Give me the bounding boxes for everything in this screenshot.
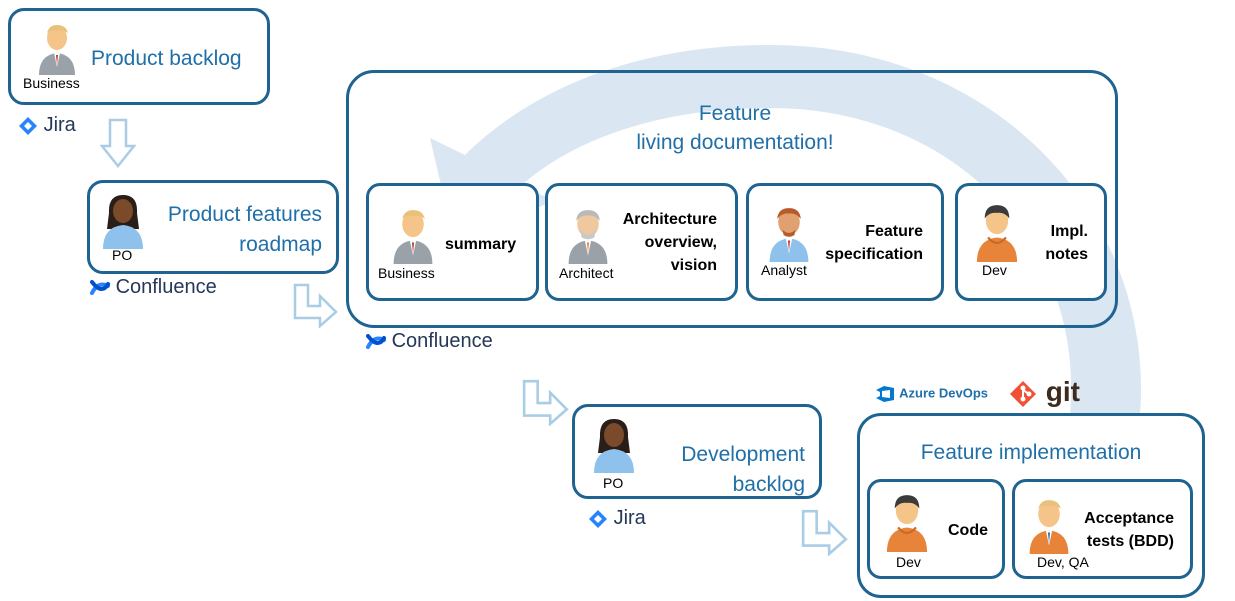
architecture-label-2: overview,	[644, 234, 717, 251]
code-role: Dev	[896, 554, 921, 570]
living-doc-title-2: living documentation!	[636, 131, 834, 154]
jira-icon	[19, 116, 37, 135]
specification-label-2: specification	[825, 246, 923, 263]
azure-devops-label: Azure DevOps	[899, 385, 989, 401]
product-backlog-title: Product backlog	[91, 47, 242, 70]
git-logo: git	[1008, 376, 1080, 409]
dev-qa-person-icon	[1029, 500, 1069, 554]
confluence-label-2: Confluence	[391, 330, 493, 352]
impl-notes-card: Dev Impl. notes	[955, 183, 1107, 301]
confluence-logo-1: Confluence	[90, 276, 217, 299]
arrow-right-icon	[801, 509, 848, 556]
acceptance-tests-label-2: tests (BDD)	[1086, 533, 1174, 550]
confluence-label-1: Confluence	[115, 276, 217, 298]
azure-devops-icon	[876, 386, 894, 402]
dev-person-icon	[886, 495, 928, 552]
specification-role: Analyst	[761, 262, 807, 278]
roadmap-title-2: roadmap	[239, 233, 322, 256]
implementation-title: Feature implementation	[920, 441, 1142, 464]
azure-devops-logo: Azure DevOps	[874, 384, 988, 404]
architect-person-icon	[568, 210, 608, 264]
architecture-role: Architect	[559, 265, 614, 281]
product-backlog-role: Business	[23, 75, 80, 91]
architecture-label-1: Architecture	[622, 211, 717, 228]
confluence-icon	[366, 333, 386, 349]
confluence-icon	[90, 279, 110, 295]
jira-logo-1: Jira	[18, 114, 76, 137]
impl-notes-label-1: Impl.	[1050, 223, 1088, 240]
jira-label-2: Jira	[613, 507, 646, 529]
architecture-card: Architect Architecture overview, vision	[545, 183, 738, 301]
roadmap-role: PO	[112, 247, 133, 263]
impl-notes-role: Dev	[982, 262, 1007, 278]
summary-role: Business	[378, 265, 435, 281]
jira-icon	[589, 509, 607, 528]
code-label: Code	[948, 522, 988, 539]
summary-label: summary	[445, 236, 517, 253]
specification-label-1: Feature	[865, 223, 923, 240]
living-doc-title-1: Feature	[698, 102, 772, 125]
acceptance-tests-role: Dev, QA	[1037, 554, 1089, 570]
product-backlog-box: Business Product backlog	[8, 8, 270, 105]
business-person-icon	[393, 210, 433, 264]
dev-backlog-title-1: Development	[681, 443, 805, 466]
dev-backlog-box: PO Development backlog	[572, 404, 822, 499]
po-person-icon	[594, 419, 634, 473]
business-person-icon	[39, 25, 75, 75]
dev-backlog-title-2: backlog	[732, 473, 805, 496]
arrow-down-icon	[100, 118, 136, 169]
living-doc-box: Feature living documentation!	[346, 70, 1118, 328]
git-label: git	[1045, 376, 1080, 407]
specification-card: Analyst Feature specification	[746, 183, 944, 301]
confluence-logo-2: Confluence	[366, 330, 493, 353]
dev-person-icon	[976, 205, 1018, 262]
code-card: Dev Code	[867, 479, 1005, 579]
roadmap-box: PO Product features roadmap	[87, 180, 339, 274]
arrow-right-icon	[522, 379, 569, 426]
analyst-person-icon	[769, 208, 809, 262]
acceptance-tests-card: Dev, QA Acceptance tests (BDD)	[1012, 479, 1193, 579]
acceptance-tests-label-1: Acceptance	[1084, 510, 1174, 527]
jira-logo-2: Jira	[588, 507, 646, 530]
impl-notes-label-2: notes	[1045, 246, 1088, 263]
po-person-icon	[103, 195, 143, 249]
jira-label-1: Jira	[43, 114, 76, 136]
roadmap-title-1: Product features	[167, 203, 322, 226]
architecture-label-3: vision	[670, 257, 717, 274]
git-icon	[1010, 380, 1036, 407]
arrow-right-icon	[293, 283, 338, 328]
dev-backlog-role: PO	[603, 475, 624, 491]
summary-card: Business summary	[366, 183, 539, 301]
